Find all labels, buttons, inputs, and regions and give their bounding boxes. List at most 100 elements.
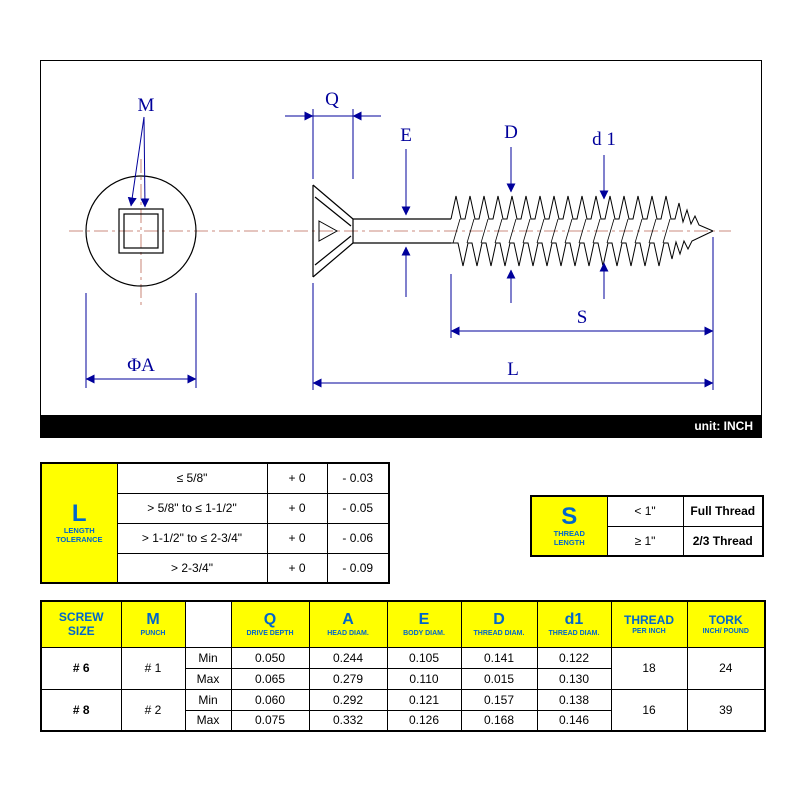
- spec-value-d: 0.015: [460, 667, 538, 690]
- spec-value-e: 0.126: [386, 709, 462, 732]
- screw-size-cell: # 6: [40, 646, 122, 690]
- spec-value-a: 0.332: [308, 709, 388, 732]
- tolerance-minus: - 0.09: [326, 552, 390, 584]
- punch-sub: PUNCH: [140, 629, 166, 637]
- length-tolerance-header: L LENGTH TOLERANCE: [40, 462, 118, 584]
- drive-recess-detail: [318, 220, 339, 242]
- q-sub: DRIVE DEPTH: [246, 629, 294, 637]
- tolerance-plus: + 0: [266, 522, 328, 554]
- header-blank: [184, 600, 232, 648]
- tolerance-minus: - 0.03: [326, 462, 390, 494]
- spec-value-d: 0.141: [460, 646, 538, 669]
- screw-side-view: [312, 184, 714, 278]
- screw-size-cell: # 8: [40, 688, 122, 732]
- tolerance-plus: + 0: [266, 462, 328, 494]
- tolerance-plus: + 0: [266, 492, 328, 524]
- label-s: S: [577, 307, 588, 328]
- spec-value-d1: 0.130: [536, 667, 612, 690]
- table-row: > 5/8" to ≤ 1-1/2" + 0 - 0.05: [41, 492, 390, 524]
- shank-lines: [353, 218, 451, 244]
- d1-sub: THREAD DIAM.: [548, 629, 600, 637]
- square-drive-inner: [123, 213, 159, 249]
- dimension-labels: M Q E D d 1 S L ΦA: [127, 89, 616, 380]
- thread-sub: PER INCH: [632, 627, 666, 635]
- dimensions: [85, 109, 714, 390]
- a-sub: HEAD DIAM.: [327, 629, 369, 637]
- spec-value-d1: 0.138: [536, 688, 612, 711]
- min-label: Min: [184, 646, 232, 669]
- e-sub: BODY DIAM.: [403, 629, 445, 637]
- spec-value-d: 0.168: [460, 709, 538, 732]
- header-q: Q DRIVE DEPTH: [230, 600, 310, 648]
- d1-letter: d1: [564, 610, 584, 628]
- punch-letter: M: [146, 610, 160, 628]
- screw-size-line2: SIZE: [67, 624, 95, 639]
- tolerance-minus: - 0.06: [326, 522, 390, 554]
- spec-value-a: 0.244: [308, 646, 388, 669]
- table-row: > 1-1/2" to ≤ 2-3/4" + 0 - 0.06: [41, 522, 390, 554]
- thread-value: 2/3 Thread: [682, 525, 764, 557]
- label-e: E: [400, 125, 412, 146]
- m-leader-line-2: [140, 116, 150, 208]
- spec-value-e: 0.105: [386, 646, 462, 669]
- tork-sub: INCH/ POUND: [702, 627, 749, 635]
- header-a: A HEAD DIAM.: [308, 600, 388, 648]
- spec-value-q: 0.075: [230, 709, 310, 732]
- screw-size-line1: SCREW: [58, 610, 104, 625]
- thread-letter: S: [561, 503, 578, 530]
- thread-length-header: S THREAD LENGTH: [530, 495, 608, 557]
- header-e: E BODY DIAM.: [386, 600, 462, 648]
- table-row: ≥ 1" 2/3 Thread: [531, 525, 764, 557]
- tolerance-range: ≤ 5/8": [116, 462, 268, 494]
- tolerance-plus: + 0: [266, 552, 328, 584]
- spec-header-row: SCREW SIZE M PUNCH Q DRIVE DEPTH A HEAD …: [40, 600, 766, 648]
- header-tork: TORK INCH/ POUND: [686, 600, 766, 648]
- spec-value-e: 0.121: [386, 688, 462, 711]
- label-q: Q: [325, 89, 339, 110]
- thread-length-table: S THREAD LENGTH < 1" Full Thread ≥ 1" 2/…: [530, 495, 764, 557]
- spec-value-q: 0.065: [230, 667, 310, 690]
- head-cone-lines: [312, 184, 354, 278]
- spec-value-q: 0.050: [230, 646, 310, 669]
- label-l: L: [507, 359, 519, 380]
- tork-letter: TORK: [708, 612, 743, 627]
- thread-condition: ≥ 1": [606, 525, 684, 557]
- label-m: M: [138, 95, 155, 116]
- m-leader-line-1: [127, 116, 145, 207]
- spec-table: SCREW SIZE M PUNCH Q DRIVE DEPTH A HEAD …: [40, 600, 766, 732]
- e-letter: E: [418, 610, 430, 628]
- thread-flank-lines: [452, 218, 671, 244]
- max-label: Max: [184, 667, 232, 690]
- label-d: D: [504, 122, 518, 143]
- table-row: L LENGTH TOLERANCE ≤ 5/8" + 0 - 0.03: [40, 462, 390, 584]
- spec-row-6-min: # 6 # 1 Min 0.050 0.244 0.105 0.141 0.12…: [40, 646, 766, 690]
- thread-per-inch-cell: 16: [610, 688, 688, 732]
- d-letter: D: [493, 610, 505, 628]
- technical-drawing: M Q E D d 1 S L ΦA unit: INCH: [40, 60, 762, 438]
- thread-bottom-profile: [451, 230, 714, 267]
- centerlines: [69, 159, 731, 306]
- header-d: D THREAD DIAM.: [460, 600, 538, 648]
- a-letter: A: [342, 610, 354, 628]
- spec-value-a: 0.279: [308, 667, 388, 690]
- head-inner-lines: [314, 196, 352, 266]
- max-label: Max: [184, 709, 232, 732]
- header-screw-size: SCREW SIZE: [40, 600, 122, 648]
- thread-letter: THREAD: [624, 612, 674, 627]
- spec-row-8-max: Max 0.075 0.332 0.126 0.168 0.146: [41, 709, 765, 732]
- length-tolerance-table: L LENGTH TOLERANCE ≤ 5/8" + 0 - 0.03 > 5…: [40, 462, 390, 584]
- thread-title-line2: LENGTH: [553, 538, 585, 547]
- thread-per-inch-cell: 18: [610, 646, 688, 690]
- unit-strip: [41, 415, 761, 437]
- spec-value-d1: 0.122: [536, 646, 612, 669]
- tolerance-range: > 1-1/2" to ≤ 2-3/4": [116, 522, 268, 554]
- spec-row-6-max: Max 0.065 0.279 0.110 0.015 0.130: [41, 667, 765, 690]
- unit-label: unit: INCH: [694, 419, 753, 433]
- table-row: > 2-3/4" + 0 - 0.09: [41, 552, 390, 584]
- punch-cell: # 1: [120, 646, 186, 690]
- label-phia: ΦA: [127, 355, 155, 376]
- spec-value-d1: 0.146: [536, 709, 612, 732]
- screw-drawing-svg: M Q E D d 1 S L ΦA unit: INCH: [41, 89, 761, 437]
- spec-value-a: 0.292: [308, 688, 388, 711]
- label-d1: d 1: [592, 129, 616, 150]
